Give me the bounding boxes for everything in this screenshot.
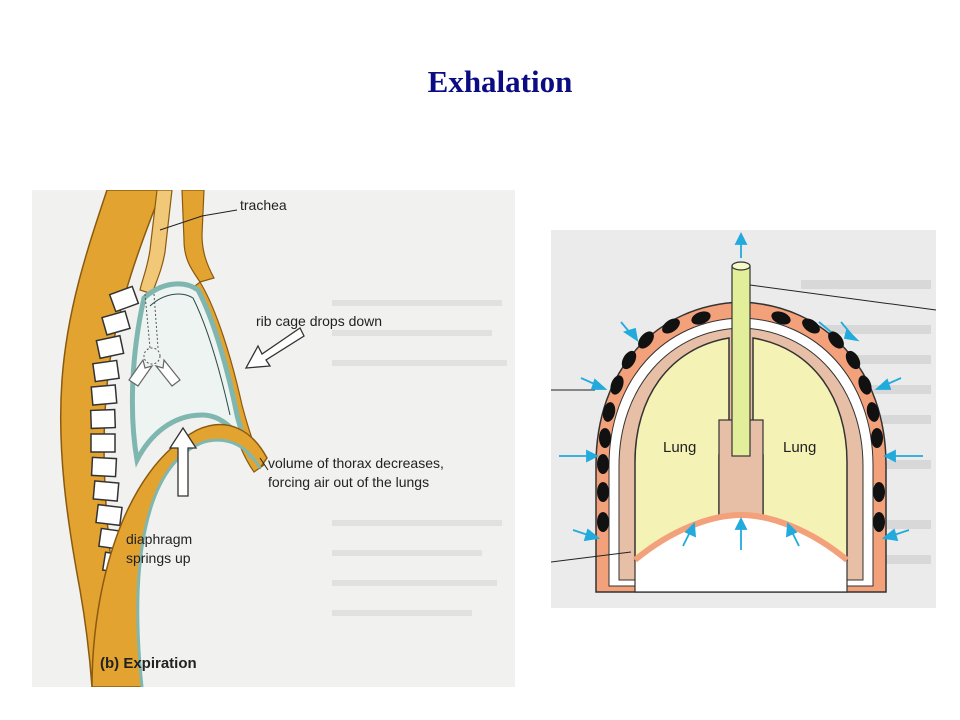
diaphragm-edge [633, 511, 849, 563]
trachea-label: trachea [240, 197, 287, 213]
volume-label-line2: forcing air out of the lungs [268, 474, 429, 490]
right-lung-label: Lung [783, 439, 816, 456]
pressure-arrows [559, 231, 923, 550]
expiration-diagram: trachea rib cage drops down volume of th… [32, 190, 515, 687]
rib-cage-label: rib cage drops down [256, 313, 382, 329]
volume-leader-line [259, 457, 269, 471]
bronchi [143, 293, 161, 365]
left-lung-label: Lung [663, 439, 696, 456]
background-texture [332, 300, 507, 616]
airflow-arrows [128, 358, 181, 387]
diaphragm-arrow [168, 426, 198, 497]
pleural-inner-line [149, 293, 231, 416]
leader-lines [551, 284, 936, 563]
diaphragm-label-line2: springs up [126, 550, 191, 566]
diaphragm-inner [136, 438, 262, 687]
trachea-leader-line [159, 209, 238, 231]
lung-model-diagram: Lung Lung [551, 230, 936, 608]
front-neck-wall [181, 190, 215, 283]
lung-model-svg: Lung Lung [551, 231, 936, 593]
diaphragm-label-line1: diaphragm [126, 531, 192, 547]
rib-cage-arrow [244, 327, 305, 369]
figure-caption: (b) Expiration [100, 655, 197, 672]
volume-label-line1: volume of thorax decreases, [268, 455, 444, 471]
expiration-diagram-svg: trachea rib cage drops down volume of th… [59, 190, 507, 687]
trachea [731, 265, 751, 457]
rib-cross-sections [597, 311, 885, 532]
slide-title: Exhalation [427, 64, 573, 99]
trachea-opening [731, 261, 751, 271]
